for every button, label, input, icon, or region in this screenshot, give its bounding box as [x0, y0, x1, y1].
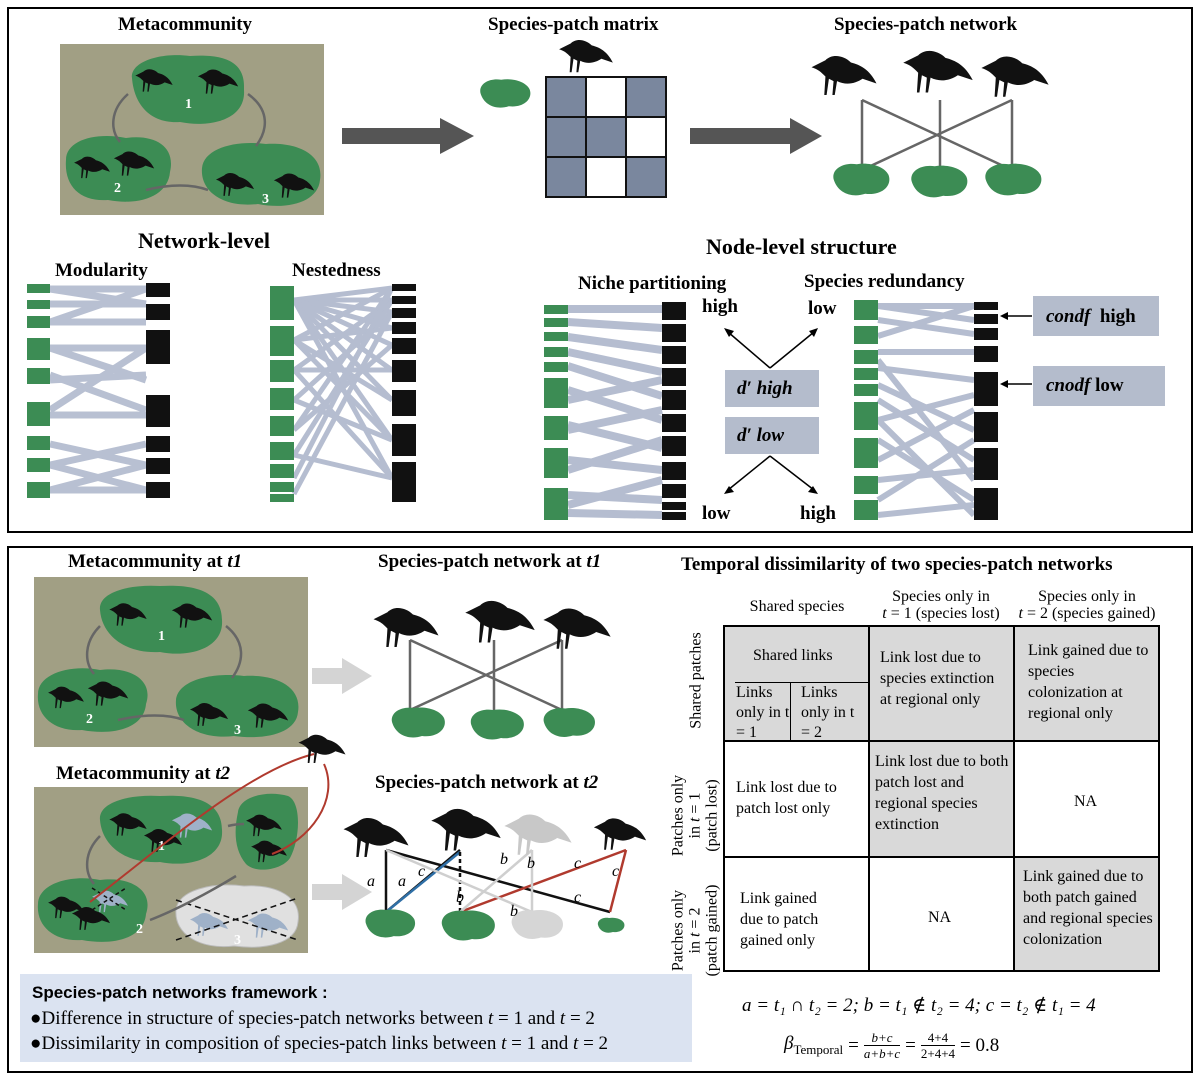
cell-text-r3c3: Link gained due to both patch gained and…: [1023, 868, 1153, 948]
nestedness-patches: [270, 286, 294, 502]
shared-links-label: Shared links: [753, 647, 833, 664]
net-t2-title: Species-patch network at t2: [375, 772, 599, 793]
high-label-bottom-right: high: [800, 503, 836, 524]
redundancy-network: [875, 303, 977, 518]
condf-high-label: condf high: [1046, 306, 1136, 328]
link-letter-b4: b: [510, 903, 518, 920]
cnodf-low-word: low: [1095, 375, 1124, 396]
links-only-t2: Links only in t = 2: [801, 684, 855, 741]
svg-text:3: 3: [234, 933, 241, 948]
nestedness-label: Nestedness: [292, 260, 381, 281]
nestedness-network: [291, 285, 395, 496]
cell-r3c3: [1015, 858, 1158, 970]
matrix-title: Species-patch matrix: [488, 14, 659, 35]
low-label-bottom-left: low: [702, 503, 731, 524]
svg-text:1: 1: [158, 629, 165, 644]
subgrid-h: [735, 682, 868, 683]
link-letter-c3: c: [574, 889, 581, 906]
top-graphics: 1 2 3: [27, 39, 1165, 520]
table-grid: [723, 625, 1160, 972]
modularity-patches: [27, 284, 50, 498]
cnodf-text: cnodf: [1046, 375, 1091, 396]
d-prime-high-label: d′ high: [737, 378, 793, 399]
col-header-shared-species: Shared species: [749, 598, 845, 615]
patch-3: [201, 143, 321, 206]
formula-1: a = t₁ ∩ t₂ = 2; b = t₁ ∉ t₂ = 4; c = t₂…: [742, 995, 1096, 1016]
patch-number-3: 3: [262, 192, 269, 207]
meta-t2-title: Metacommunity at t2: [56, 763, 231, 784]
network-level-title: Network-level: [138, 228, 270, 253]
link-letter-a2: a: [398, 873, 406, 890]
cell-text-r1c2: Link lost due to species extinction at r…: [880, 649, 995, 708]
framework-bullet-2: ●Dissimilarity in composition of species…: [30, 1033, 609, 1054]
nestedness-species: [392, 284, 416, 502]
cell-r1c3: [1015, 627, 1158, 740]
species-patch-network: [860, 98, 1014, 172]
grid-h1: [723, 740, 1160, 742]
arrow-2: [690, 118, 822, 154]
bottom-graphics: 1 2 3 1 2 3: [34, 577, 647, 953]
link-letter-c2: c: [574, 855, 581, 872]
framework-bullet-1: ●Difference in structure of species-patc…: [30, 1008, 595, 1029]
species-patch-matrix: [545, 76, 667, 198]
arrow-1: [342, 118, 474, 154]
high-label-top-left: high: [702, 296, 738, 317]
grid-h2: [723, 856, 1160, 858]
cell-text-r2c1: Link lost due to patch lost only: [736, 779, 837, 817]
formula-2: βTemporal = b+c a+b+c = 4+4 2+4+4 = 0.8: [784, 1030, 1000, 1061]
cell-text-r2c2: Link lost due to both patch lost and reg…: [875, 753, 1009, 833]
grid-v2: [1013, 625, 1015, 972]
cnodf-low-label: cnodf low: [1046, 375, 1124, 397]
link-letter-b3: b: [527, 855, 535, 872]
row-label-shared-patches: Shared patches: [687, 632, 705, 729]
framework-title: Species-patch networks framework :: [32, 983, 328, 1002]
link-letter-a1: a: [367, 873, 375, 890]
svg-text:2: 2: [136, 922, 143, 937]
link-letter-c4: c: [612, 863, 619, 880]
condf-high-word: high: [1099, 306, 1136, 327]
node-level-title: Node-level structure: [706, 234, 897, 259]
cell-r2c2: [870, 742, 1013, 856]
patch-2: [65, 136, 171, 202]
patch-number-2: 2: [114, 181, 121, 196]
temporal-table-title: Temporal dissimilarity of two species-pa…: [681, 554, 1113, 575]
network-title: Species-patch network: [834, 14, 1018, 35]
d-prime-low-label: d′ low: [737, 425, 785, 446]
patch-number-1: 1: [185, 97, 192, 112]
link-letter-c1: c: [418, 863, 425, 880]
link-letter-b1: b: [456, 889, 464, 906]
cell-text-r3c2: NA: [928, 909, 952, 926]
condf-text: condf: [1046, 306, 1091, 327]
niche-species: [662, 302, 686, 520]
svg-text:3: 3: [234, 723, 241, 738]
net-t1-title: Species-patch network at t1: [378, 551, 602, 572]
subgrid-v: [790, 682, 791, 740]
cell-text-r2c3: NA: [1074, 793, 1098, 810]
modularity-network: [48, 285, 148, 494]
cell-r1c1: [725, 627, 868, 740]
link-letter-b2: b: [500, 851, 508, 868]
framework-box: [20, 974, 692, 1062]
svg-text:2: 2: [86, 712, 93, 727]
meta-t1-title: Metacommunity at t1: [68, 551, 243, 572]
species-redundancy-label: Species redundancy: [804, 271, 965, 292]
modularity-species: [146, 283, 170, 498]
cell-text-r3c1: Link gained due to patch gained only: [740, 890, 819, 949]
grid-v1: [868, 625, 870, 972]
redundancy-species: [974, 302, 998, 520]
cell-r1c2: [870, 627, 1013, 740]
links-only-t1: Links only in t = 1: [736, 684, 790, 741]
redundancy-patches: [854, 300, 878, 520]
low-label-top-right: low: [808, 298, 837, 319]
niche-network: [566, 305, 664, 519]
niche-partitioning-label: Niche partitioning: [578, 273, 727, 294]
niche-patches: [544, 305, 568, 520]
cell-text-r1c3: Link gained due to species colonization …: [1028, 642, 1149, 722]
modularity-label: Modularity: [55, 260, 148, 281]
metacommunity-title: Metacommunity: [118, 14, 253, 35]
